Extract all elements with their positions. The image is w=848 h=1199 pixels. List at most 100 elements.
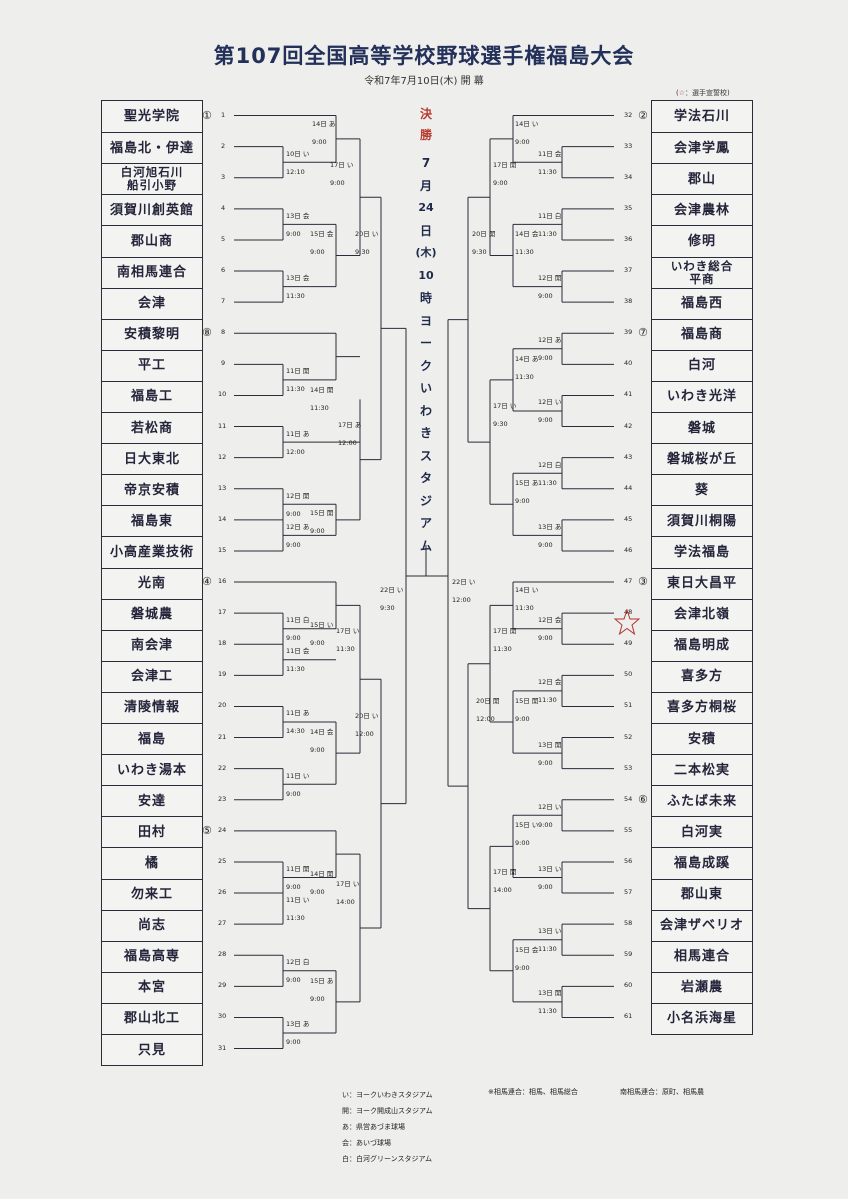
left-team-13: 帝京安積	[102, 474, 202, 505]
right-team-17: 会津北嶺	[652, 598, 752, 630]
left-team-26: 勿来工	[102, 878, 202, 910]
left-team-18: 南会津	[102, 629, 202, 661]
slot-number: 19	[218, 670, 227, 679]
slot-number: 16	[218, 577, 227, 586]
slot-number: 21	[218, 732, 227, 741]
slot-number: 41	[624, 390, 633, 399]
left-team-2: 福島北・伊達	[102, 132, 202, 163]
right-team-3: 郡山	[652, 163, 752, 194]
final-detail-char: 7	[421, 156, 431, 170]
final-detail-char: 10	[418, 268, 434, 282]
left-team-16: 光南	[102, 567, 202, 599]
slot-number: 56	[624, 856, 633, 865]
final-detail-char: き	[419, 426, 432, 440]
slot-number: 14	[218, 514, 227, 523]
slot-number: 33	[624, 141, 633, 150]
team-name-line: 白河旭石川	[120, 165, 184, 180]
slot-number: 22	[218, 763, 227, 772]
slot-number: 26	[218, 888, 227, 897]
final-label-2: 勝	[419, 128, 432, 142]
left-team-22: いわき湯本	[102, 754, 202, 785]
seed-marker: ⑦	[638, 326, 648, 340]
right-team-20: 喜多方桐桜	[652, 691, 752, 723]
left-team-8: 安積黎明	[102, 318, 202, 350]
star-legend: (☆：選手宣誓校)	[676, 89, 730, 97]
seed-marker: ⑤	[202, 823, 212, 837]
venue-legend-item: い：ヨークいわきスタジアム	[342, 1091, 433, 1099]
slot-number: 54	[624, 794, 633, 803]
right-team-6: いわき総合平商	[652, 256, 752, 288]
slot-number: 8	[221, 328, 226, 337]
slot-number: 45	[624, 514, 633, 523]
slot-number: 55	[624, 825, 633, 834]
left-team-20: 清陵情報	[102, 691, 202, 723]
left-team-23: 安達	[102, 785, 202, 816]
right-team-13: 葵	[652, 474, 752, 505]
seed-marker: ①	[202, 108, 212, 122]
slot-number: 32	[624, 110, 633, 119]
left-team-17: 磐城農	[102, 598, 202, 630]
star-icon	[614, 609, 640, 635]
right-team-23: ふたば未来	[652, 785, 752, 816]
slot-number: 44	[624, 483, 633, 492]
slot-number: 3	[221, 172, 226, 181]
union-note-2: 南相馬連合：原町、相馬農	[620, 1088, 704, 1096]
slot-number: 39	[624, 328, 633, 337]
right-team-10: いわき光洋	[652, 380, 752, 412]
slot-number: 29	[218, 981, 227, 990]
slot-number: 2	[221, 141, 226, 150]
seed-marker: ⑥	[638, 792, 648, 806]
slot-number: 49	[624, 639, 633, 648]
venue-legend-item: 会：あいづ球場	[342, 1139, 391, 1147]
slot-number: 46	[624, 545, 633, 554]
team-name-line: 船引小野	[127, 178, 177, 193]
left-team-12: 日大東北	[102, 443, 202, 474]
star-icon: ☆	[678, 89, 686, 97]
slot-number: 18	[218, 639, 227, 648]
slot-number: 11	[218, 421, 227, 430]
slot-number: 7	[221, 297, 226, 306]
slot-number: 31	[218, 1043, 227, 1052]
final-detail-char: ク	[419, 358, 432, 373]
final-detail-char: ジ	[419, 493, 432, 508]
right-team-9: 白河	[652, 349, 752, 381]
team-name-line: 平商	[689, 271, 715, 286]
final-detail-char: ー	[419, 336, 432, 350]
team-name-line: いわき総合	[670, 258, 734, 273]
slot-number: 27	[218, 919, 227, 928]
slot-number: 52	[624, 732, 633, 741]
slot-number: 4	[221, 203, 226, 212]
left-team-29: 本宮	[102, 971, 202, 1003]
slot-number: 9	[221, 359, 226, 368]
final-detail-char: わ	[419, 403, 432, 418]
final-label-1: 決	[419, 107, 432, 121]
slot-number: 12	[218, 452, 227, 461]
star-legend-text: ：選手宣誓校	[685, 89, 728, 97]
seed-marker: ⑧	[202, 326, 212, 340]
